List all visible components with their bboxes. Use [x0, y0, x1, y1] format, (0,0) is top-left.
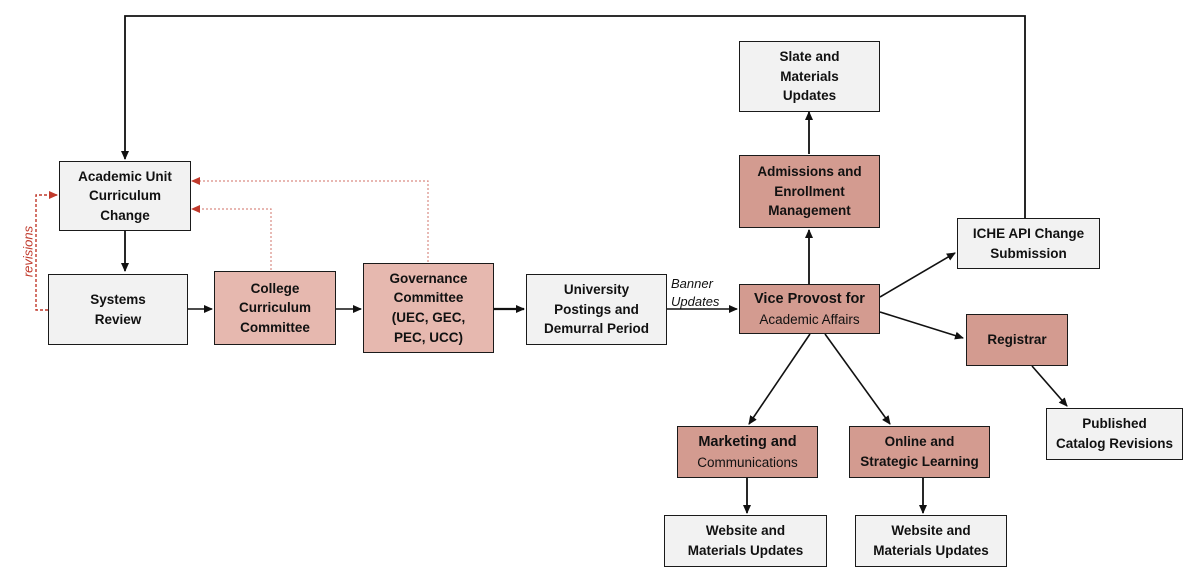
node-website-updates-2: Website and Materials Updates — [855, 515, 1007, 567]
node-online-learning: Online and Strategic Learning — [849, 426, 990, 478]
node-iche-api: ICHE API Change Submission — [957, 218, 1100, 269]
arrow-vp-to-iche — [879, 252, 956, 298]
arrow-revisions — [35, 191, 58, 311]
node-website-updates-1: Website and Materials Updates — [664, 515, 827, 567]
node-academic-unit: Academic Unit Curriculum Change — [59, 161, 191, 231]
node-published-catalog: Published Catalog Revisions — [1046, 408, 1183, 460]
marketing-subtitle: Communications — [697, 454, 798, 470]
node-college-committee: College Curriculum Committee — [214, 271, 336, 345]
label-banner-updates: Banner Updates — [671, 276, 720, 309]
node-vice-provost: Vice Provost for Academic Affairs — [739, 284, 880, 334]
node-marketing: Marketing and Communications — [677, 426, 818, 478]
arrow-vp-to-registrar — [879, 311, 964, 340]
marketing-title: Marketing and — [698, 433, 797, 450]
vice-provost-title: Vice Provost for — [754, 290, 865, 307]
node-slate-updates: Slate and Materials Updates — [739, 41, 880, 112]
arrow-iche-to-academic-unit — [121, 15, 1026, 218]
node-governance-committee: Governance Committee (UEC, GEC, PEC, UCC… — [363, 263, 494, 353]
node-registrar: Registrar — [966, 314, 1068, 366]
node-systems-review: Systems Review — [48, 274, 188, 345]
arrow-vp-to-online — [824, 333, 891, 425]
node-university-postings: University Postings and Demurral Period — [526, 274, 667, 345]
arrow-registrar-to-published — [1031, 365, 1068, 407]
node-admissions: Admissions and Enrollment Management — [739, 155, 880, 228]
arrow-vp-to-marketing — [748, 333, 811, 425]
arrow-governance-feedback — [191, 177, 429, 262]
label-revisions: revisions — [20, 225, 36, 278]
vice-provost-subtitle: Academic Affairs — [759, 311, 860, 327]
arrow-college-feedback — [191, 205, 272, 270]
